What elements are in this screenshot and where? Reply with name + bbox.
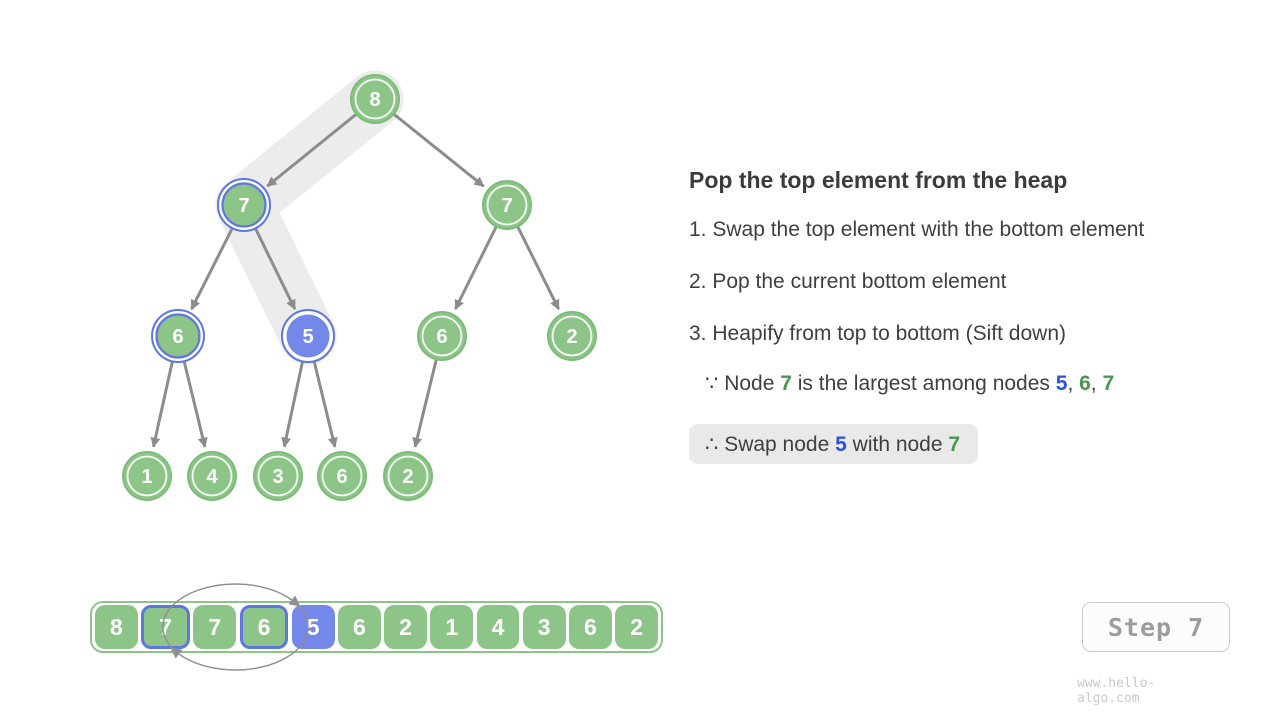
node-ref-7: 7 [948,432,961,456]
tree-node-6: 6 [317,451,367,501]
array-cell-2: 7 [193,605,237,649]
sift-down-highlight-band [215,70,404,365]
tree-edge [266,97,376,188]
step-line-2: 2. Pop the current bottom element [689,270,1007,293]
svg-text:4: 4 [206,466,218,488]
step-line-1: 1. Swap the top element with the bottom … [689,218,1145,241]
tree-node-6: 6 [417,311,467,361]
svg-text:1: 1 [141,466,152,488]
tree-node-5: 5 [281,309,335,363]
tree-node-2: 2 [547,311,597,361]
array-cell-11: 2 [615,605,658,649]
tree-edge [242,204,297,310]
tree-node-7: 7 [482,180,532,230]
tree-node-2: 2 [383,451,433,501]
array-cell-5: 6 [338,605,381,649]
tree-edge [453,204,509,311]
explanation-panel: Pop the top element from the heap 1. Swa… [689,166,1249,464]
panel-title: Pop the top element from the heap [689,167,1068,193]
tree-node-4: 4 [187,451,237,501]
svg-text:6: 6 [172,326,183,348]
step-line-3: 3. Heapify from top to bottom (Sift down… [689,322,1066,345]
array-cell-4: 5 [291,605,335,649]
tree-edge [190,204,246,311]
svg-text:8: 8 [369,89,380,111]
tree-edge [176,335,208,448]
svg-text:7: 7 [238,195,249,217]
tree-edge [374,97,485,188]
node-ref-7: 7 [780,372,792,395]
step-indicator: Step 7 [1082,602,1230,652]
text-segment: , [1067,372,1080,395]
text-segment: with node [846,432,949,456]
svg-text:5: 5 [302,326,313,348]
tree-node-3: 3 [253,451,303,501]
svg-text:2: 2 [566,326,577,348]
text-segment: ∴ Swap node [705,432,836,456]
tree-edge [281,335,310,448]
svg-text:2: 2 [402,466,413,488]
array-cell-7: 1 [430,605,474,649]
node-ref-5: 5 [1055,372,1068,395]
node-ref-7: 7 [1102,372,1115,395]
therefore-line: ∴ Swap node 5 with node 7 [705,432,960,457]
text-segment: , [1090,372,1103,395]
because-line: ∵ Node 7 is the largest among nodes 5, 6… [689,372,1249,396]
node-ref-6: 6 [1079,372,1091,395]
array-cell-10: 6 [569,605,612,649]
array-cell-1: 7 [141,605,190,649]
tree-edge [505,204,561,311]
svg-text:6: 6 [336,466,347,488]
tree-edge [150,335,180,448]
svg-text:6: 6 [436,326,447,348]
tree-node-6: 6 [151,309,205,363]
svg-text:7: 7 [501,195,512,217]
array-cell-0: 8 [95,605,138,649]
array-cell-9: 3 [522,605,566,649]
therefore-pill: ∴ Swap node 5 with node 7 [689,424,979,464]
node-ref-5: 5 [835,432,847,456]
svg-text:3: 3 [272,466,283,488]
tree-node-8: 8 [350,74,400,124]
tree-node-7: 7 [217,178,271,232]
text-segment: is the largest among nodes [791,372,1056,395]
tree-edge [412,335,444,448]
array-cell-6: 2 [384,605,427,649]
tree-edge [306,335,338,448]
array-cell-8: 4 [476,605,520,649]
tree-node-1: 1 [122,451,172,501]
array-cell-3: 6 [239,605,289,649]
watermark: www.hello-algo.com [1077,676,1156,706]
text-segment: ∵ Node [705,372,781,395]
